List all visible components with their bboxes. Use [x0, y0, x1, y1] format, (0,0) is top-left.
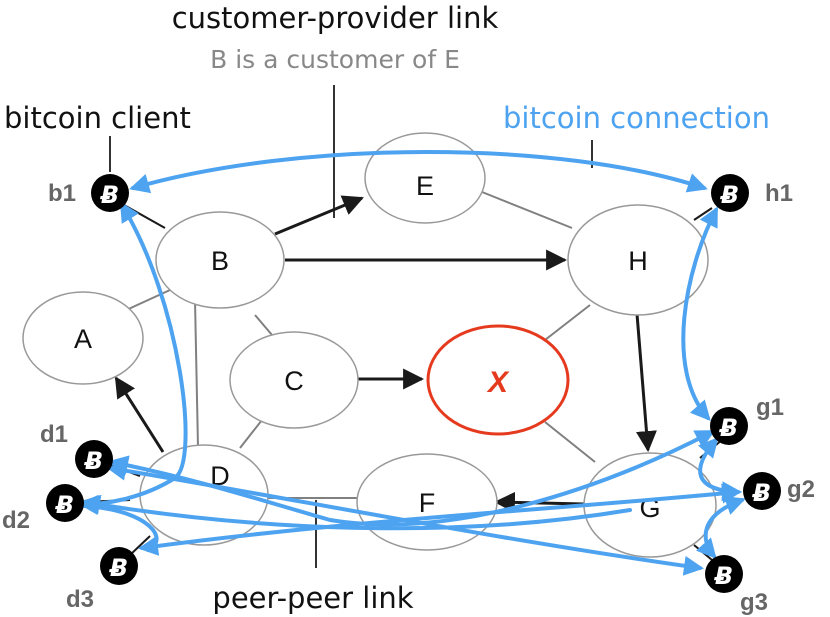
bitcoin-glyph: Ƀ: [100, 181, 119, 209]
node-label-x: X: [486, 366, 510, 399]
conn-h1-g1: [681, 206, 718, 421]
bitcoin-connections: [78, 150, 746, 576]
bitcoin-client-g3: Ƀ: [705, 555, 743, 593]
bitcoin-client-d1: Ƀ: [75, 440, 113, 478]
annotation-bitcoin-client: bitcoin client: [4, 101, 191, 135]
node-label-a: A: [74, 324, 92, 354]
annotation-customer-provider: customer-provider link: [172, 1, 499, 35]
node-label-f: F: [419, 488, 436, 518]
client-labels: b1 h1 d1 d2 d3 g1 g2 g3: [2, 180, 815, 616]
node-c: [229, 331, 359, 429]
annotation-bitcoin-connection: bitcoin connection: [503, 101, 770, 135]
bitcoin-icon: [710, 407, 748, 445]
node-label-b: B: [211, 246, 229, 276]
bitcoin-glyph: Ƀ: [109, 554, 128, 582]
client-label-g1: g1: [756, 394, 784, 421]
conn-b1-h1: [129, 150, 708, 194]
annotation-customer-provider-sub: B is a customer of E: [210, 45, 460, 74]
bitcoin-glyph: Ƀ: [720, 181, 739, 209]
bitcoin-icon: [91, 174, 129, 212]
client-label-h1: h1: [765, 180, 793, 207]
bitcoin-client-d3: Ƀ: [100, 547, 138, 585]
bitcoin-clients: Ƀ Ƀ Ƀ Ƀ Ƀ Ƀ Ƀ Ƀ: [46, 174, 781, 593]
bitcoin-glyph: Ƀ: [84, 447, 103, 475]
bitcoin-client-h1: Ƀ: [711, 174, 749, 212]
link-h-x: [544, 304, 591, 341]
bitcoin-icon: [75, 440, 113, 478]
client-label-b1: b1: [48, 180, 76, 207]
node-label-h: H: [628, 246, 648, 276]
bitcoin-icon: [100, 547, 138, 585]
bitcoin-glyph: Ƀ: [752, 479, 771, 507]
arrow-b-e: [274, 195, 364, 236]
link-c-d: [239, 419, 263, 449]
annotations: customer-provider link B is a customer o…: [4, 1, 770, 615]
node-b: [155, 211, 285, 309]
client-label-g3: g3: [740, 589, 768, 616]
link-b-d: [194, 299, 199, 449]
node-label-e: E: [416, 171, 434, 201]
client-label-d3: d3: [66, 586, 94, 613]
bitcoin-glyph: Ƀ: [714, 562, 733, 590]
arrow-d-a: [114, 376, 165, 453]
bitcoin-client-g2: Ƀ: [743, 472, 781, 510]
link-x-g: [544, 421, 596, 463]
annotation-peer-peer-link: peer-peer link: [212, 581, 413, 615]
conn-d2-d3: [82, 504, 159, 552]
bitcoin-client-g1: Ƀ: [710, 407, 748, 445]
link-e-h: [481, 191, 573, 229]
client-label-d1: d1: [40, 421, 68, 448]
conn-g1-g2: [697, 436, 742, 502]
bitcoin-glyph: Ƀ: [55, 491, 74, 519]
bitcoin-icon: [705, 555, 743, 593]
link-b-c: [254, 314, 273, 336]
bitcoin-client-d2: Ƀ: [46, 484, 84, 522]
arrow-h-g: [635, 313, 657, 453]
bitcoin-icon: [743, 472, 781, 510]
bitcoin-icon: [711, 174, 749, 212]
conn-d3-g2: [138, 483, 742, 556]
bitcoin-icon: [46, 484, 84, 522]
link-h1-h: [693, 207, 713, 221]
client-label-g2: g2: [787, 476, 815, 503]
bitcoin-client-b1: Ƀ: [91, 174, 129, 212]
node-label-c: C: [284, 366, 304, 396]
bitcoin-glyph: Ƀ: [719, 414, 738, 442]
client-label-d2: d2: [2, 507, 30, 534]
